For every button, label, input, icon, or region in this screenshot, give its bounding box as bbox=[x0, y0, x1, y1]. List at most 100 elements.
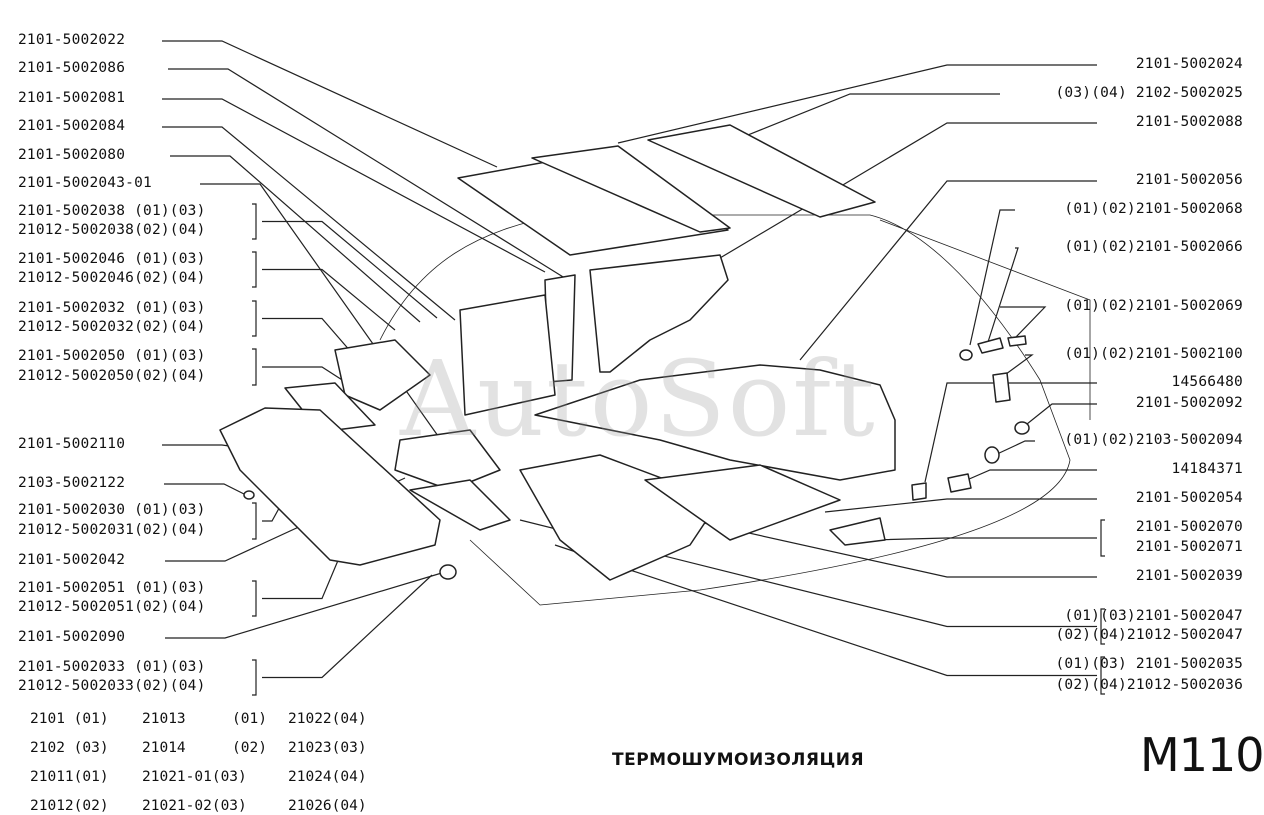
part-label-right: (01)(03) 2101-5002035 bbox=[1055, 656, 1243, 672]
part-label-right: (01)(02)2101-5002069 bbox=[1064, 298, 1243, 314]
leader-line bbox=[987, 247, 1019, 343]
part-label-right: (01)(02)2101-5002066 bbox=[1064, 239, 1243, 255]
label-bracket bbox=[252, 659, 257, 696]
plug-part bbox=[829, 517, 886, 546]
legend-entry: 21012(02) bbox=[30, 798, 109, 814]
rear-wall-panel bbox=[589, 254, 729, 373]
grommet bbox=[984, 446, 1000, 464]
small-plug-5 bbox=[1014, 421, 1030, 435]
part-label-right: (02)(04)21012-5002036 bbox=[1055, 677, 1243, 693]
front-clip bbox=[243, 490, 255, 500]
legend-entry: (01) bbox=[232, 711, 267, 727]
label-bracket bbox=[252, 251, 257, 288]
part-label-right: 2101-5002088 bbox=[1135, 114, 1243, 130]
car-body-outline bbox=[379, 214, 1091, 606]
part-label-right: 2101-5002092 bbox=[1135, 395, 1243, 411]
clip bbox=[947, 473, 972, 493]
part-label-right: (02)(04)21012-5002047 bbox=[1055, 627, 1243, 643]
leader-line bbox=[162, 98, 546, 273]
part-label-right: (01)(02)2101-5002100 bbox=[1064, 346, 1243, 362]
leader-line bbox=[617, 64, 1097, 144]
leader-line bbox=[727, 93, 1000, 144]
leader-line bbox=[262, 366, 351, 386]
leader-line bbox=[869, 537, 1097, 541]
part-label-left: 2101-5002080 bbox=[18, 147, 126, 163]
part-label-left: 2101-5002110 bbox=[18, 436, 126, 452]
part-label-left: 2101-5002038 (01)(03) bbox=[18, 203, 206, 219]
leader-line bbox=[799, 180, 1097, 361]
part-label-right: 2101-5002039 bbox=[1135, 568, 1243, 584]
leader-line bbox=[262, 574, 433, 679]
part-label-left: 21012-5002032(02)(04) bbox=[18, 319, 206, 335]
leader-line bbox=[262, 220, 438, 319]
legend-entry: 21021-02(03) bbox=[142, 798, 247, 814]
label-bracket bbox=[1100, 656, 1105, 695]
leader-line bbox=[1000, 306, 1047, 339]
leader-line bbox=[162, 40, 498, 168]
label-bracket bbox=[252, 502, 257, 540]
leader-line bbox=[719, 122, 1097, 259]
section-code: M110 bbox=[1140, 728, 1264, 782]
part-label-left: 2101-5002051 (01)(03) bbox=[18, 580, 206, 596]
leader-line bbox=[554, 544, 1097, 677]
leader-line bbox=[165, 571, 446, 639]
part-label-left: 21012-5002031(02)(04) bbox=[18, 522, 206, 538]
rear-floor-mat bbox=[534, 364, 896, 481]
legend-entry: 21024(04) bbox=[288, 769, 367, 785]
roof-panel-rear bbox=[647, 124, 876, 218]
legend-entry: 21022(04) bbox=[288, 711, 367, 727]
leader-line bbox=[1001, 354, 1034, 378]
legend-entry: 2101 (01) bbox=[30, 711, 109, 727]
label-bracket bbox=[252, 203, 257, 240]
rear-floor-lower bbox=[644, 464, 841, 541]
small-plug-4 bbox=[992, 372, 1011, 403]
part-label-left: 21012-5002033(02)(04) bbox=[18, 678, 206, 694]
part-label-left: 2101-5002032 (01)(03) bbox=[18, 300, 206, 316]
leader-line bbox=[994, 440, 1035, 456]
part-label-left: 2101-5002030 (01)(03) bbox=[18, 502, 206, 518]
leader-line bbox=[162, 126, 456, 321]
small-plug-3 bbox=[1007, 335, 1027, 347]
front-footwell bbox=[409, 479, 511, 531]
part-label-left: 21012-5002038(02)(04) bbox=[18, 222, 206, 238]
watermark: AutoSoft bbox=[400, 338, 877, 460]
part-label-left: 2101-5002022 bbox=[18, 32, 126, 48]
page-title: ТЕРМОШУМОИЗОЛЯЦИЯ bbox=[612, 750, 865, 770]
part-label-left: 2101-5002033 (01)(03) bbox=[18, 659, 206, 675]
legend-entry: 21013 bbox=[142, 711, 186, 727]
leader-line bbox=[924, 382, 1097, 483]
small-plug-2 bbox=[977, 337, 1004, 354]
legend-entry: 21026(04) bbox=[288, 798, 367, 814]
part-label-right: (01)(02)2103-5002094 bbox=[1064, 432, 1243, 448]
label-bracket bbox=[252, 300, 257, 337]
front-floor-mat bbox=[219, 407, 441, 566]
leader-line bbox=[170, 155, 421, 323]
legend-entry: 21023(03) bbox=[288, 740, 367, 756]
leader-line bbox=[1021, 403, 1097, 429]
label-bracket bbox=[1100, 519, 1105, 557]
leader-line bbox=[168, 68, 569, 281]
part-label-right: 2101-5002071 bbox=[1135, 539, 1243, 555]
legend-entry: (02) bbox=[232, 740, 267, 756]
part-label-right: 14184371 bbox=[1171, 461, 1243, 477]
part-label-left: 2101-5002050 (01)(03) bbox=[18, 348, 206, 364]
leader-line bbox=[262, 268, 396, 331]
part-label-left: 2101-5002086 bbox=[18, 60, 126, 76]
part-label-right: (01)(02)2101-5002068 bbox=[1064, 201, 1243, 217]
label-bracket bbox=[252, 348, 257, 386]
part-label-right: 14566480 bbox=[1171, 374, 1243, 390]
leader-line bbox=[969, 209, 1015, 346]
label-bracket bbox=[252, 580, 257, 617]
part-label-left: 2101-5002084 bbox=[18, 118, 126, 134]
tunnel-panel bbox=[394, 429, 501, 491]
part-label-left: 2101-5002081 bbox=[18, 90, 126, 106]
part-label-right: 2101-5002054 bbox=[1135, 490, 1243, 506]
fastener bbox=[911, 482, 927, 501]
front-grommet bbox=[439, 564, 457, 580]
leader-line bbox=[164, 483, 251, 498]
legend-entry: 2102 (03) bbox=[30, 740, 109, 756]
part-label-right: (01)(03)2101-5002047 bbox=[1064, 608, 1243, 624]
part-label-right: 2101-5002070 bbox=[1135, 519, 1243, 535]
small-plug-1 bbox=[959, 349, 973, 361]
